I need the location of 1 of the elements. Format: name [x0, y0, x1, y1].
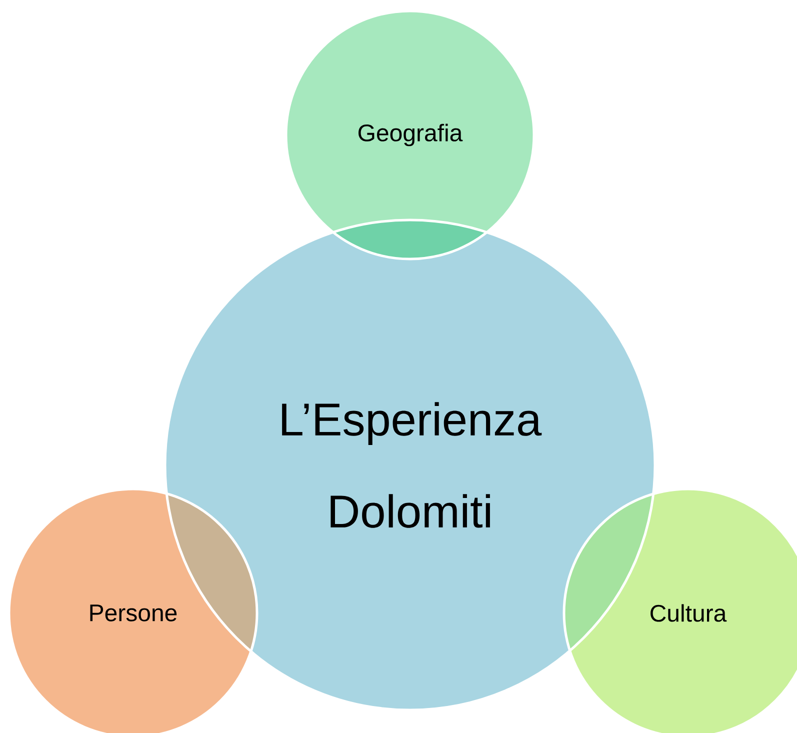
node-label: Geografia — [358, 124, 463, 146]
